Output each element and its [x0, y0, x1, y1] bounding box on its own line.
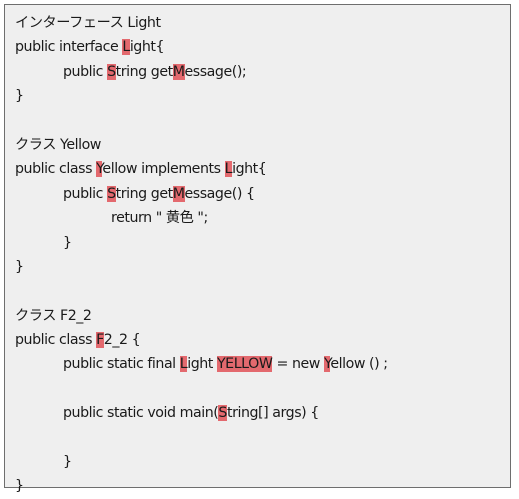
- highlighted-token: L: [179, 356, 188, 373]
- code-line: }: [15, 450, 506, 474]
- code-line: public class F2_2 {: [15, 328, 506, 352]
- code-line: [15, 426, 506, 450]
- code-text: public static final: [63, 356, 180, 373]
- code-line: public interface Light{: [15, 35, 506, 59]
- code-text: }: [63, 234, 72, 251]
- code-text: = new: [272, 356, 324, 373]
- code-text: tring get: [115, 63, 174, 80]
- code-text: public static void main(: [63, 405, 219, 422]
- code-text: ight: [187, 356, 217, 373]
- code-text: public class: [15, 161, 97, 178]
- code-text: インターフェース Light: [15, 15, 161, 31]
- highlighted-token: S: [107, 63, 116, 80]
- code-line: [15, 377, 506, 401]
- code-text: tring get: [115, 185, 174, 202]
- highlighted-token: S: [107, 185, 116, 202]
- code-text: ight{: [232, 161, 267, 178]
- highlighted-token: YELLOW: [216, 356, 273, 373]
- code-text: tring[] args) {: [226, 405, 319, 422]
- code-text: }: [15, 478, 24, 495]
- code-line: return " 黄色 ";: [15, 206, 506, 230]
- code-text: }: [15, 258, 24, 275]
- code-text: }: [15, 88, 24, 105]
- code-line: クラス Yellow: [15, 133, 506, 157]
- highlighted-token: L: [122, 39, 130, 56]
- code-text: 2_2 {: [103, 332, 141, 349]
- code-line: [15, 279, 506, 303]
- code-text: ellow () ;: [330, 356, 388, 373]
- highlighted-token: S: [218, 405, 227, 422]
- code-text: public: [63, 63, 108, 80]
- code-text: ight{: [129, 39, 165, 56]
- code-line: public static void main(String[] args) {: [15, 401, 506, 425]
- code-text: return " 黄色 ";: [111, 210, 208, 227]
- highlighted-token: M: [172, 185, 185, 202]
- code-line: }: [15, 474, 506, 498]
- code-line: public String getMessage();: [15, 60, 506, 84]
- code-text: public interface: [15, 39, 123, 56]
- code-line: public class Yellow implements Light{: [15, 157, 506, 181]
- code-text: クラス F2_2: [15, 307, 92, 324]
- code-text: }: [63, 454, 72, 471]
- code-line: }: [15, 231, 506, 255]
- highlighted-token: Y: [96, 161, 103, 178]
- code-line: }: [15, 255, 506, 279]
- code-text: ellow implements: [102, 161, 225, 178]
- code-line: public String getMessage() {: [15, 182, 506, 206]
- code-line: クラス F2_2: [15, 304, 506, 328]
- code-text: public: [63, 185, 108, 202]
- highlighted-token: F: [96, 332, 104, 349]
- code-line: インターフェース Light: [15, 11, 506, 35]
- highlighted-token: L: [224, 161, 233, 178]
- code-line: [15, 109, 506, 133]
- code-text: essage();: [184, 63, 247, 80]
- code-text: クラス Yellow: [15, 136, 101, 153]
- highlighted-token: M: [172, 63, 185, 80]
- code-line: public static final Light YELLOW = new Y…: [15, 352, 506, 376]
- code-text: public class: [15, 332, 97, 349]
- highlighted-token: Y: [324, 356, 331, 373]
- code-line: }: [15, 84, 506, 108]
- code-text: essage() {: [184, 185, 255, 202]
